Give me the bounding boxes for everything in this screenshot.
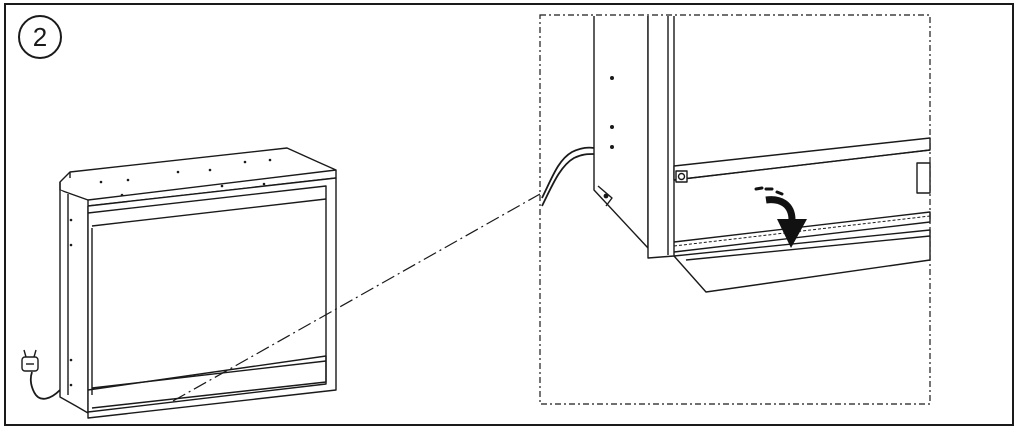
step-number: 2 [33,22,47,52]
screw-icon [675,170,688,183]
step-badge: 2 [18,15,62,59]
insert-top-plate [59,147,337,201]
motion-marks [754,186,784,196]
detail-slot [916,162,931,194]
curved-down-arrow-icon [765,196,807,248]
outer-border [4,3,1014,426]
detail-view [539,14,931,405]
insert-side-panel [59,190,89,414]
top-holes [99,158,272,197]
insert-bottom-trim [87,355,327,413]
detail-power-cord [541,146,595,199]
power-plug-icon [21,349,39,372]
insert-front-frame [87,177,337,419]
power-cord [29,371,61,400]
detail-leader-line [172,193,541,402]
detail-front-edge [647,16,675,259]
fireplace-insert-overview [21,147,337,419]
detail-bottom-trim [673,229,931,293]
